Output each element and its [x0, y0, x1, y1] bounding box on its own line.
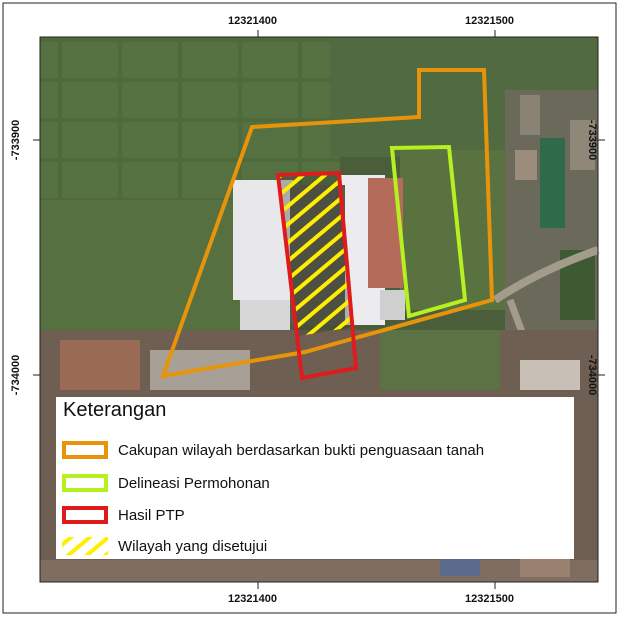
delineation-polygon — [389, 144, 468, 319]
y-label-right-2: -734000 — [586, 354, 599, 396]
legend: Keterangan Cakupan wilayah berdasarkan b… — [56, 397, 574, 559]
legend-swatch-red — [62, 506, 108, 524]
y-label-left-1: -733900 — [10, 119, 23, 161]
map-border — [39, 36, 599, 583]
coverage-polygon — [159, 68, 495, 379]
legend-item-ptp: Hasil PTP — [62, 504, 185, 526]
legend-label-approved: Wilayah yang disetujui — [118, 537, 268, 555]
x-label-top-2: 12321500 — [465, 15, 514, 27]
x-label-bottom-1: 12321400 — [228, 593, 277, 605]
legend-swatch-hatch — [62, 537, 108, 555]
ptp-polygon — [275, 170, 359, 381]
x-label-bottom-2: 12321500 — [465, 593, 514, 605]
legend-title: Keterangan — [63, 399, 167, 421]
graticule-ticks — [33, 30, 605, 589]
legend-swatch-orange — [62, 441, 108, 459]
approved-area-hatch — [280, 175, 353, 336]
legend-swatch-green — [62, 474, 108, 492]
legend-label-delineation: Delineasi Permohonan — [118, 474, 270, 492]
legend-item-delineation: Delineasi Permohonan — [62, 472, 270, 494]
legend-label-ptp: Hasil PTP — [118, 506, 185, 524]
y-label-left-2: -734000 — [10, 354, 23, 396]
x-label-top-1: 12321400 — [228, 15, 277, 27]
legend-item-approved: Wilayah yang disetujui — [62, 535, 267, 557]
legend-label-coverage: Cakupan wilayah berdasarkan bukti pengua… — [118, 441, 485, 459]
y-label-right-1: -733900 — [586, 119, 599, 161]
legend-item-coverage: Cakupan wilayah berdasarkan bukti pengua… — [62, 439, 484, 461]
